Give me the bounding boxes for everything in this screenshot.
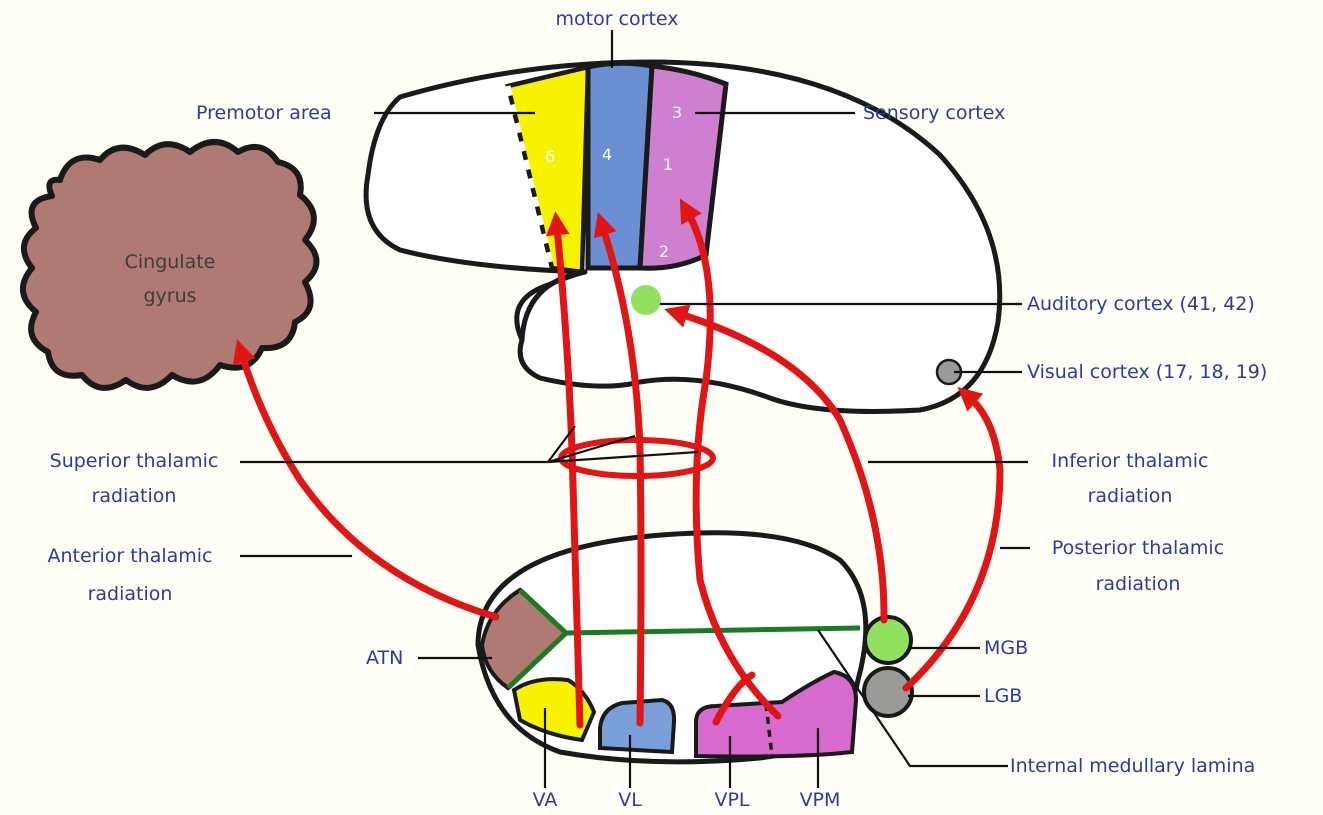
label-vpl: VPL xyxy=(714,789,749,811)
label-inferior-radiation-line2: radiation xyxy=(1088,485,1173,507)
label-internal-medullary-lamina: Internal medullary lamina xyxy=(1010,755,1255,777)
auditory-cortex-dot xyxy=(631,285,661,315)
label-auditory-cortex: Auditory cortex (41, 42) xyxy=(1027,293,1255,315)
area-6-label: 6 xyxy=(545,147,555,166)
label-visual-cortex: Visual cortex (17, 18, 19) xyxy=(1027,361,1267,383)
label-posterior-radiation-line2: radiation xyxy=(1096,573,1181,595)
cingulate-label-line1: Cingulate xyxy=(125,251,216,273)
cingulate-gyrus: Cingulate gyrus xyxy=(23,142,317,388)
label-vpm: VPM xyxy=(800,789,841,811)
label-inferior-radiation-line1: Inferior thalamic xyxy=(1052,450,1209,472)
label-superior-radiation-line1: Superior thalamic xyxy=(50,450,219,472)
label-motor-cortex: motor cortex xyxy=(556,8,679,30)
label-atn: ATN xyxy=(366,647,403,669)
label-va: VA xyxy=(533,789,558,811)
label-anterior-radiation-line1: Anterior thalamic xyxy=(47,545,212,567)
cingulate-label-line2: gyrus xyxy=(143,285,196,307)
label-sensory-cortex: Sensory cortex xyxy=(863,102,1005,124)
label-posterior-radiation-line1: Posterior thalamic xyxy=(1052,537,1224,559)
label-mgb: MGB xyxy=(984,637,1028,659)
label-vl: VL xyxy=(618,789,642,811)
tract-atn-to-cingulate xyxy=(242,355,496,617)
area-3-label: 3 xyxy=(672,103,682,122)
mgb-nucleus xyxy=(865,617,911,663)
label-anterior-radiation-line2: radiation xyxy=(88,583,173,605)
area-4-label: 4 xyxy=(602,145,612,164)
area-2-label: 2 xyxy=(659,242,669,261)
label-superior-radiation-line2: radiation xyxy=(92,485,177,507)
area-1-label: 1 xyxy=(663,155,673,174)
label-premotor-area: Premotor area xyxy=(196,102,332,124)
label-lgb: LGB xyxy=(984,685,1022,707)
